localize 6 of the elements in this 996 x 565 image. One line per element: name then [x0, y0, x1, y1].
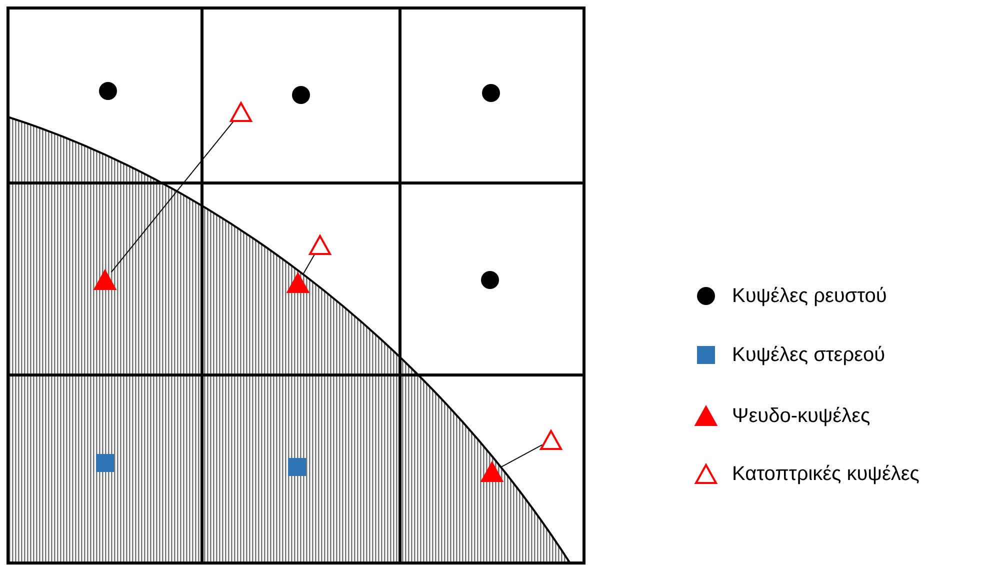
- legend-label: Κυψέλες ρευστού: [732, 284, 887, 308]
- legend-label: Κυψέλες στερεού: [732, 344, 886, 366]
- legend-label: Κατοπτρικές κυψέλες: [732, 462, 920, 486]
- connector-line: [500, 444, 543, 468]
- connector-line: [302, 253, 316, 275]
- legend-label: Ψευδο-κυψέλες: [732, 404, 870, 428]
